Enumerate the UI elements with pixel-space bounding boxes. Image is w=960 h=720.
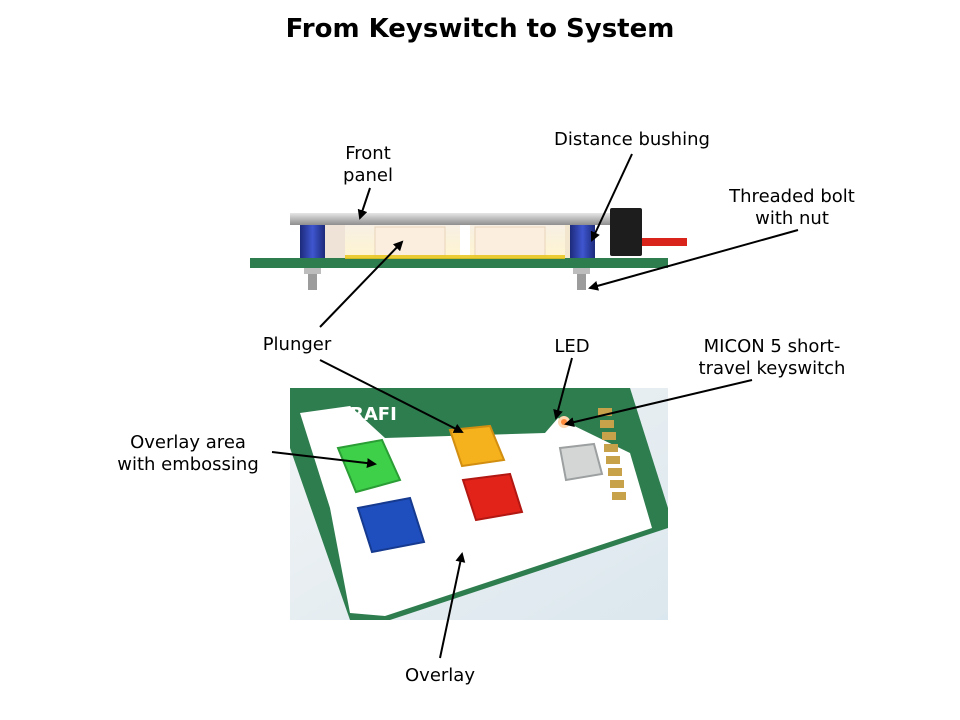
key-blue <box>356 496 426 554</box>
arrow-plunger-bottom <box>319 359 464 433</box>
arrow-micon <box>564 379 753 428</box>
pcb-print: RAFI <box>350 404 397 425</box>
label-overlay-area: Overlay area with embossing <box>100 432 276 476</box>
label-threaded-bolt-line2: with nut <box>755 208 829 229</box>
arrow-plunger-top <box>319 240 404 328</box>
cable-red <box>642 238 687 246</box>
label-front-panel-line1: Front <box>345 143 391 164</box>
side-view-photo <box>250 208 687 290</box>
label-threaded-bolt-line1: Threaded bolt <box>729 186 855 207</box>
key-red <box>461 472 524 522</box>
arrow-distance-bushing <box>590 153 633 242</box>
arrow-overlay-area <box>271 451 377 469</box>
key-yellow <box>448 424 506 468</box>
label-micon: MICON 5 short- travel keyswitch <box>680 336 864 380</box>
label-distance-bushing: Distance bushing <box>554 129 710 150</box>
label-threaded-bolt: Threaded bolt with nut <box>712 186 872 230</box>
threaded-bolt-left <box>308 268 317 290</box>
key-grey <box>558 442 604 482</box>
front-panel-shape <box>290 213 615 225</box>
arrow-threaded-bolt <box>588 229 799 291</box>
label-micon-line2: travel keyswitch <box>698 358 846 379</box>
arrow-front-panel <box>357 187 371 220</box>
label-led: LED <box>554 336 590 357</box>
label-overlay-area-line2: with embossing <box>117 454 259 475</box>
slide-title: From Keyswitch to System <box>285 14 675 44</box>
label-front-panel-line2: panel <box>343 165 393 186</box>
keypad-photo: RAFI <box>290 388 668 620</box>
pcb-side <box>250 258 668 268</box>
distance-bushing-left <box>300 225 325 258</box>
arrow-led <box>553 357 573 420</box>
arrow-overlay <box>439 552 466 659</box>
label-overlay: Overlay <box>405 665 475 686</box>
distance-bushing-right <box>570 225 595 258</box>
label-plunger: Plunger <box>262 334 332 355</box>
label-front-panel: Front panel <box>320 143 416 187</box>
threaded-bolt-right <box>577 268 586 290</box>
label-micon-line1: MICON 5 short- <box>703 336 841 357</box>
label-overlay-area-line1: Overlay area <box>130 432 246 453</box>
